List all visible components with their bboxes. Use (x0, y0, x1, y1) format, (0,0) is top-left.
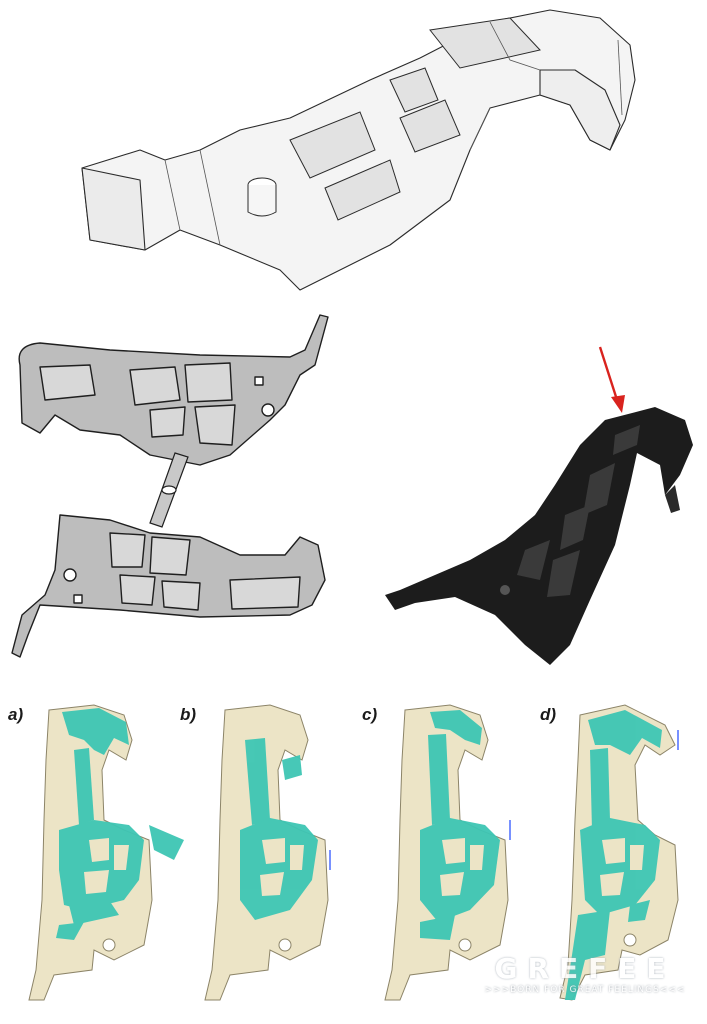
red-arrow-icon (598, 346, 625, 413)
flow-sim-d (550, 700, 705, 1020)
flow-sim-c (370, 700, 550, 1020)
flow-sim-a (14, 700, 194, 1020)
watermark: GREFEE >>>BORN FOR GREAT FEELINGS<<< (470, 952, 700, 995)
sim-label-a: a) (8, 705, 24, 724)
sim-label-d: d) (540, 705, 557, 724)
molded-part-photo (375, 335, 705, 675)
mold-halves-view (0, 305, 345, 685)
watermark-tagline: >>>BORN FOR GREAT FEELINGS<<< (484, 985, 686, 995)
watermark-title: GREFEE (494, 952, 676, 985)
flow-sim-b (190, 700, 370, 1020)
isometric-cad-view (70, 0, 650, 300)
sim-label-b: b) (180, 705, 197, 724)
sim-label-c: c) (362, 705, 378, 724)
